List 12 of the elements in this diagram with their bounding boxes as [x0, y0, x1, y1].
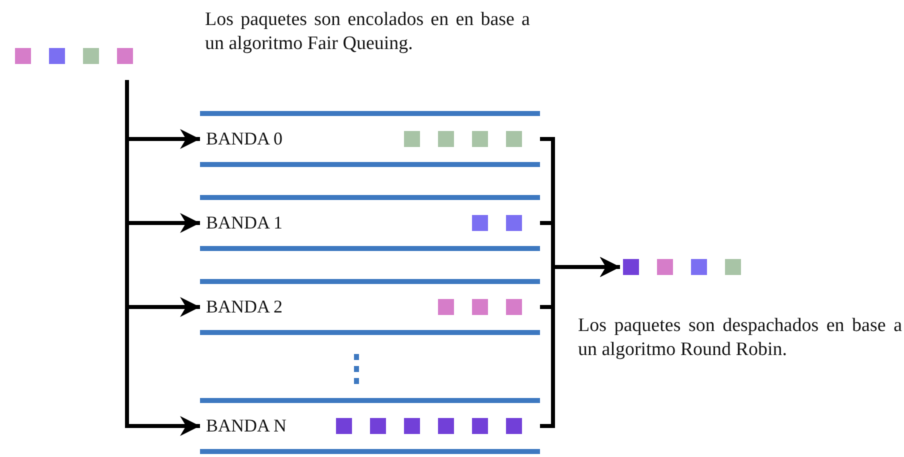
note-text: Los paquetes son encolados en en base a un algoritmo Fair Queuing.: [205, 8, 530, 56]
connector-arrow: [125, 80, 200, 436]
queue-band: [200, 195, 540, 251]
queue-band: [200, 398, 540, 454]
queue-band: [200, 111, 540, 167]
band-label: BANDA 2: [206, 296, 283, 318]
band-label: BANDA 0: [206, 128, 283, 150]
band-label: BANDA N: [206, 416, 287, 436]
band-label: BANDA 1: [206, 212, 283, 234]
queue-band: [200, 279, 540, 335]
connector-arrow: [540, 257, 620, 428]
note-text: Los paquetes son despachados en base a un algoritmo Round Robin.: [578, 314, 902, 362]
